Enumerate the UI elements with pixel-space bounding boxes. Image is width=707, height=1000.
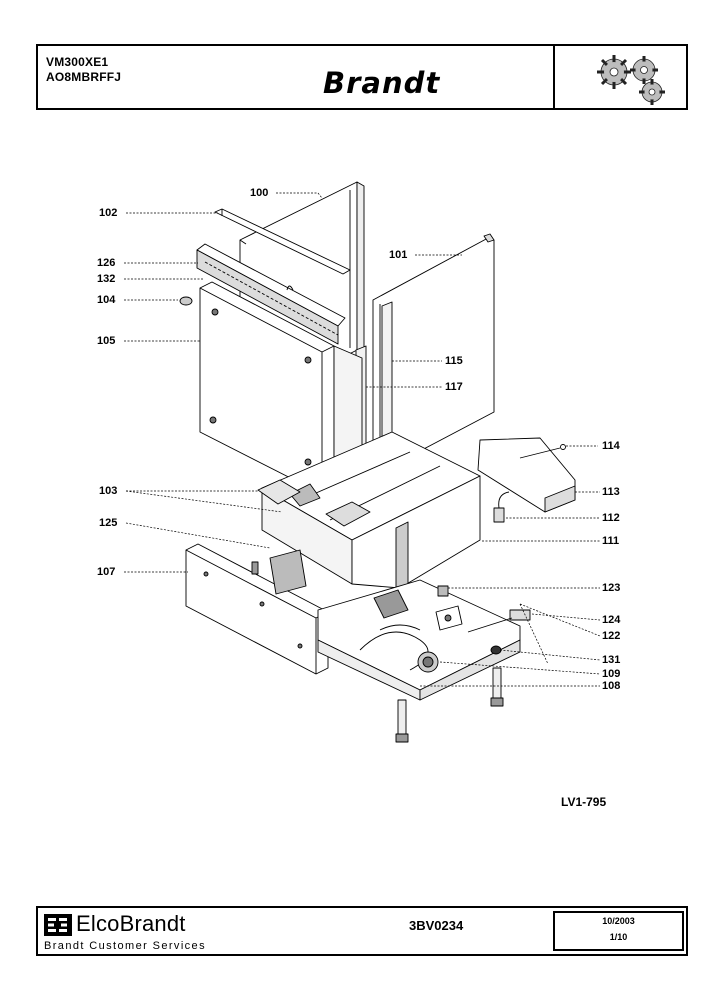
drawing-reference: LV1-795	[561, 795, 607, 809]
callout-132: 132	[97, 273, 116, 285]
part-126-handle	[196, 243, 346, 345]
part-109-motor	[417, 651, 439, 673]
part-131-nut	[490, 645, 502, 655]
callout-112: 112	[602, 512, 620, 524]
callout-100: 100	[250, 187, 269, 199]
callout-125: 125	[99, 517, 118, 529]
callout-102: 102	[99, 207, 118, 219]
part-104-screw	[179, 296, 193, 306]
part-111-base-frame	[257, 431, 481, 591]
header-divider	[553, 46, 555, 108]
part-108-base-tray	[317, 579, 521, 701]
company-name: ElcoBrandt	[76, 911, 186, 936]
brand-logo: Brandt	[323, 66, 441, 100]
part-102-rail	[214, 208, 351, 275]
callout-103: 103	[99, 485, 118, 497]
callout-126: 126	[97, 257, 116, 269]
part-114-pin	[519, 444, 566, 459]
callout-124: 124	[602, 614, 621, 626]
callout-109: 109	[602, 668, 621, 680]
footer-block: ElcoBrandt Brandt Customer Services 3BV0…	[36, 906, 688, 956]
elcobrandt-logo-icon	[44, 914, 72, 936]
callout-123: 123	[602, 582, 621, 594]
callout-111: 111	[602, 535, 620, 547]
callout-113: 113	[602, 486, 620, 498]
callout-107: 107	[97, 566, 116, 578]
callout-131: 131	[602, 654, 621, 666]
callout-117: 117	[445, 381, 463, 393]
part-screw-left	[395, 699, 409, 743]
part-107-board	[185, 543, 329, 675]
part-124-valve	[467, 609, 531, 633]
part-123-float	[435, 585, 463, 631]
callout-115: 115	[445, 355, 463, 367]
service-name: Brandt Customer Services	[44, 940, 206, 952]
callout-101: 101	[389, 249, 408, 261]
model-number: VM300XE1	[46, 55, 109, 69]
gears-icon	[597, 55, 665, 105]
title-block: VM300XE1 AO8MBRFFJ Brandt	[36, 44, 688, 110]
product-code: AO8MBRFFJ	[46, 70, 122, 84]
part-screw-right	[490, 667, 504, 707]
document-number: 3BV0234	[409, 918, 464, 933]
document-date: 10/2003	[602, 916, 635, 926]
part-112-sensor	[493, 491, 510, 523]
callout-122: 122	[602, 630, 621, 642]
page-number: 1/10	[609, 932, 628, 942]
date-page-box: 10/2003 1/10	[553, 911, 684, 951]
part-113-duct	[477, 437, 576, 513]
callout-108: 108	[602, 680, 621, 692]
callout-105: 105	[97, 335, 116, 347]
callout-104: 104	[97, 294, 116, 306]
callout-114: 114	[602, 440, 620, 452]
